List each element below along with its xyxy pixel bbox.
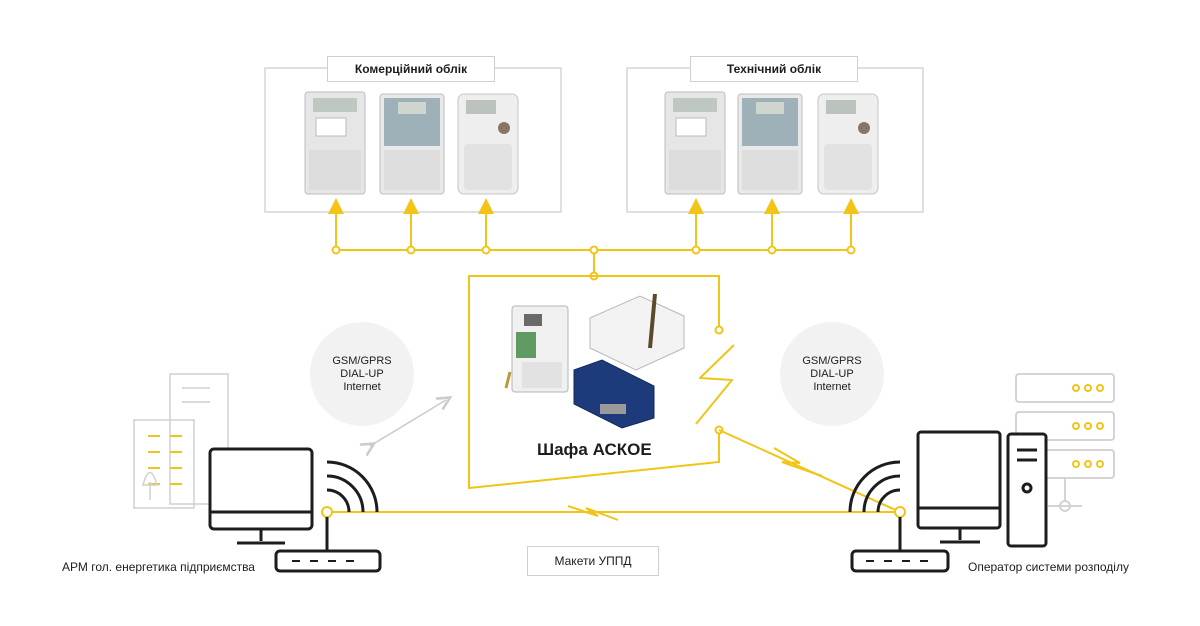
operator-router-icon xyxy=(850,517,950,573)
operator-pc-tower-icon xyxy=(1006,432,1048,548)
server-rack-icon xyxy=(1015,373,1115,512)
cabinet-title: Шафа АСКОЕ xyxy=(537,440,652,459)
left-channel-line1: GSM/GPRS xyxy=(332,354,392,367)
uppd-label: Макети УППД xyxy=(527,546,659,576)
wireless-bolt-cabinet xyxy=(695,344,735,425)
operator-monitor-icon xyxy=(916,430,1002,544)
right-channel-circle: GSM/GPRS DIAL-UP Internet xyxy=(780,322,884,426)
enterprise-monitor-icon xyxy=(208,447,314,545)
wireless-bolt-bottom xyxy=(567,505,619,521)
right-channel-line1: GSM/GPRS xyxy=(802,354,862,367)
askoe-cabinet-outline xyxy=(468,275,720,490)
enterprise-port xyxy=(321,506,333,518)
enterprise-station-label: АРМ гол. енергетика підприємства xyxy=(62,560,255,574)
enterprise-signal-icon xyxy=(326,460,379,513)
enterprise-router-icon xyxy=(274,517,382,573)
meter-bus xyxy=(328,198,859,276)
bus-junctions xyxy=(331,245,856,281)
right-channel-line2: DIAL-UP xyxy=(810,367,854,380)
meter-technical-2 xyxy=(737,93,803,195)
meter-commercial-1 xyxy=(304,91,366,195)
commercial-group-title: Комерційний облік xyxy=(327,56,495,82)
meter-commercial-2 xyxy=(379,93,445,195)
grey-link-arrow xyxy=(370,400,446,446)
operator-signal-icon xyxy=(848,460,901,513)
building-icon xyxy=(133,373,229,509)
left-channel-circle: GSM/GPRS DIAL-UP Internet xyxy=(310,322,414,426)
left-channel-line3: Internet xyxy=(343,380,381,393)
technical-group-title: Технічний облік xyxy=(690,56,858,82)
din-rail-modem-device xyxy=(504,305,569,393)
meter-technical-3 xyxy=(817,93,879,195)
wireless-bolt-operator xyxy=(773,447,823,477)
serial-server-device xyxy=(573,359,655,429)
operator-port xyxy=(894,506,906,518)
meter-technical-1 xyxy=(664,91,726,195)
operator-station-label: Оператор системи розподілу xyxy=(968,560,1129,574)
cabinet-port-top xyxy=(714,325,724,335)
left-channel-line2: DIAL-UP xyxy=(340,367,384,380)
right-channel-line3: Internet xyxy=(813,380,851,393)
gsm-modem-device xyxy=(589,293,685,371)
meter-commercial-3 xyxy=(457,93,519,195)
